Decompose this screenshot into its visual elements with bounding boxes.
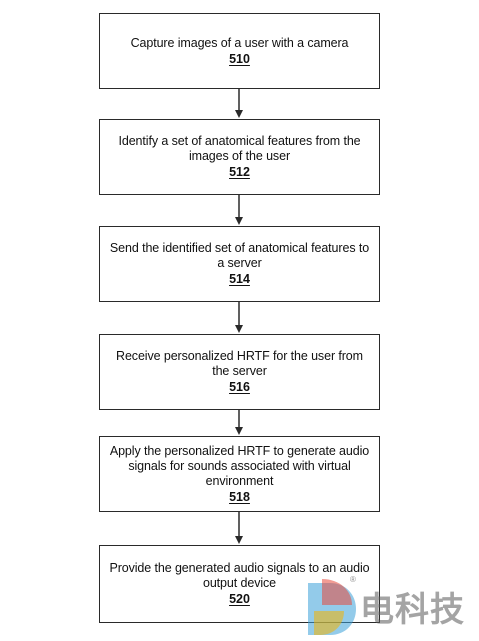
step-number: 510 [229, 51, 250, 66]
watermark-logo-icon [308, 579, 356, 635]
step-box-514: Send the identified set of anatomical fe… [99, 226, 380, 302]
watermark-text: 电科技 [360, 590, 465, 630]
step-text: Receive personalized HRTF for the user f… [116, 349, 363, 378]
watermark-registered-mark: ® [350, 575, 356, 584]
step-box-520: Provide the generated audio signals to a… [99, 545, 380, 623]
step-box-512: Identify a set of anatomical features fr… [99, 119, 380, 195]
step-text: Capture images of a user with a camera [130, 35, 349, 50]
step-text: Provide the generated audio signals to a… [109, 561, 370, 590]
step-number: 514 [229, 272, 250, 286]
step-box-518: Apply the personalized HRTF to generate … [99, 436, 380, 512]
step-box-510: Capture images of a user with a camera 5… [99, 13, 380, 89]
step-number: 520 [229, 592, 250, 606]
step-number: 518 [229, 489, 250, 504]
step-number: 516 [229, 380, 250, 394]
step-number: 512 [229, 165, 250, 179]
step-text: Apply the personalized HRTF to generate … [109, 443, 370, 488]
step-text: Send the identified set of anatomical fe… [109, 241, 370, 270]
step-text: Identify a set of anatomical features fr… [118, 134, 361, 163]
step-box-516: Receive personalized HRTF for the user f… [99, 334, 380, 410]
